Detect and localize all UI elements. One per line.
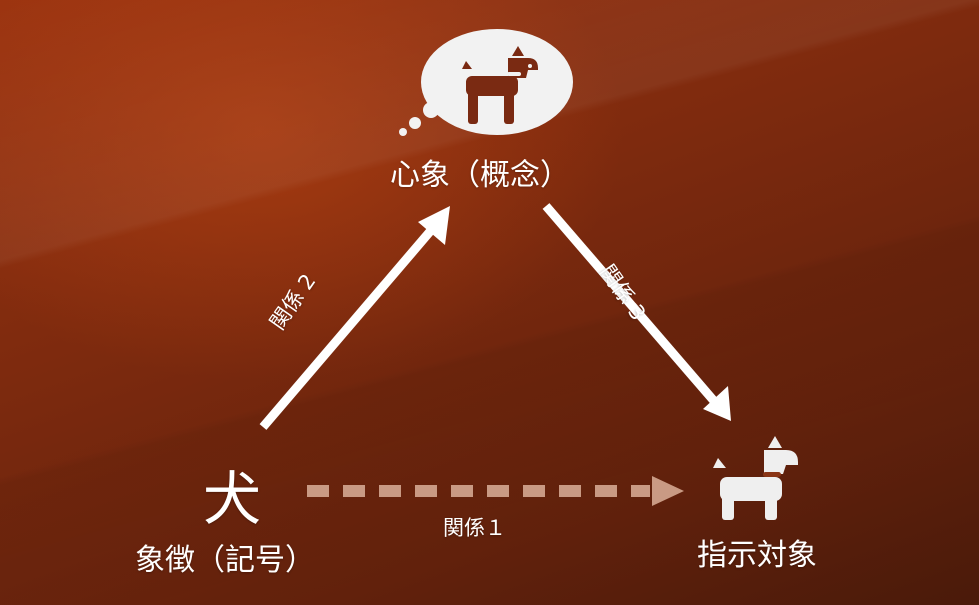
relation-1-dashed-arrow [307,476,684,506]
symbol-label: 象徴（記号） [135,543,315,578]
relation-2-arrow [259,206,450,430]
referent-label: 指示対象 [697,538,817,573]
symbol-character: 犬 [203,465,262,533]
relation-1-label: 関係１ [443,516,506,540]
concept-dog-icon [462,46,538,124]
relation-3-arrow [542,203,731,421]
referent-dog-icon [713,436,798,520]
concept-label: 心象（概念） [390,158,570,193]
